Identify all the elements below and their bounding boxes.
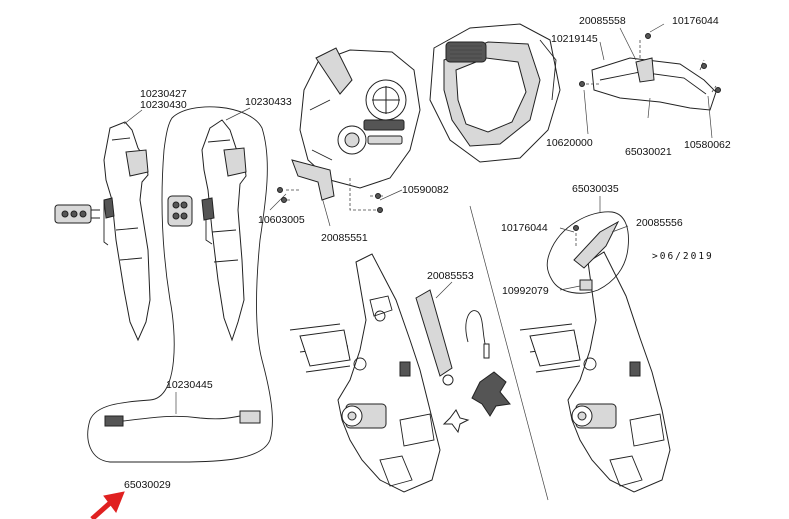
motor-housing: [299, 47, 421, 189]
part-label-65030035: 65030035: [572, 183, 619, 195]
hand-guard-bracket: [579, 33, 721, 111]
handlebar-assembly-center: [289, 253, 441, 493]
screw-10176044: [573, 225, 579, 246]
connector-plug-right: [167, 195, 193, 227]
part-label-10992079: 10992079: [502, 285, 549, 297]
part-label-20085553: 20085553: [427, 270, 474, 282]
mount-bracket-20085551: [291, 159, 335, 201]
part-label-10230433: 10230433: [245, 96, 292, 108]
part-label-20085551: 20085551: [321, 232, 368, 244]
part-label-10219145: 10219145: [551, 33, 598, 45]
part-label-10603005: 10603005: [258, 214, 305, 226]
handlebar-assembly-right: [519, 251, 671, 493]
throttle-lever-right: [201, 119, 247, 342]
part-label-10620000: 10620000: [546, 137, 593, 149]
part-label-10230430: 10230430: [140, 99, 187, 111]
part-label-10230445: 10230445: [166, 379, 213, 391]
connector-plug-left: [54, 204, 100, 224]
part-label-10590082: 10590082: [402, 184, 449, 196]
bushing-10992079: [579, 279, 593, 291]
star-washer: [442, 409, 470, 434]
kit-outline-65030029: [87, 106, 273, 463]
wire-harness: [104, 392, 261, 427]
part-label-20085556: 20085556: [636, 217, 683, 229]
part-label-10176044-top: 10176044: [672, 15, 719, 27]
part-label-10176044-mid: 10176044: [501, 222, 548, 234]
date-code-label: >06/2019: [652, 251, 714, 262]
spring-clip: [465, 310, 490, 359]
part-label-10230427: 10230427: [140, 88, 187, 100]
pointer-arrow: [90, 491, 125, 519]
star-knob: [471, 371, 511, 417]
divider-line: [469, 205, 549, 501]
lever-blade-20085556: [573, 220, 620, 269]
kit-outline-65030035: [546, 211, 629, 294]
part-label-65030021: 65030021: [625, 146, 672, 158]
cover-housing: [429, 23, 561, 163]
vent-grille: [445, 41, 487, 63]
part-label-10580062: 10580062: [684, 139, 731, 151]
lever-plate-20085553: [415, 289, 454, 386]
part-label-20085558: 20085558: [579, 15, 626, 27]
throttle-lever-left: [103, 121, 151, 342]
part-label-65030029: 65030029: [124, 479, 171, 491]
